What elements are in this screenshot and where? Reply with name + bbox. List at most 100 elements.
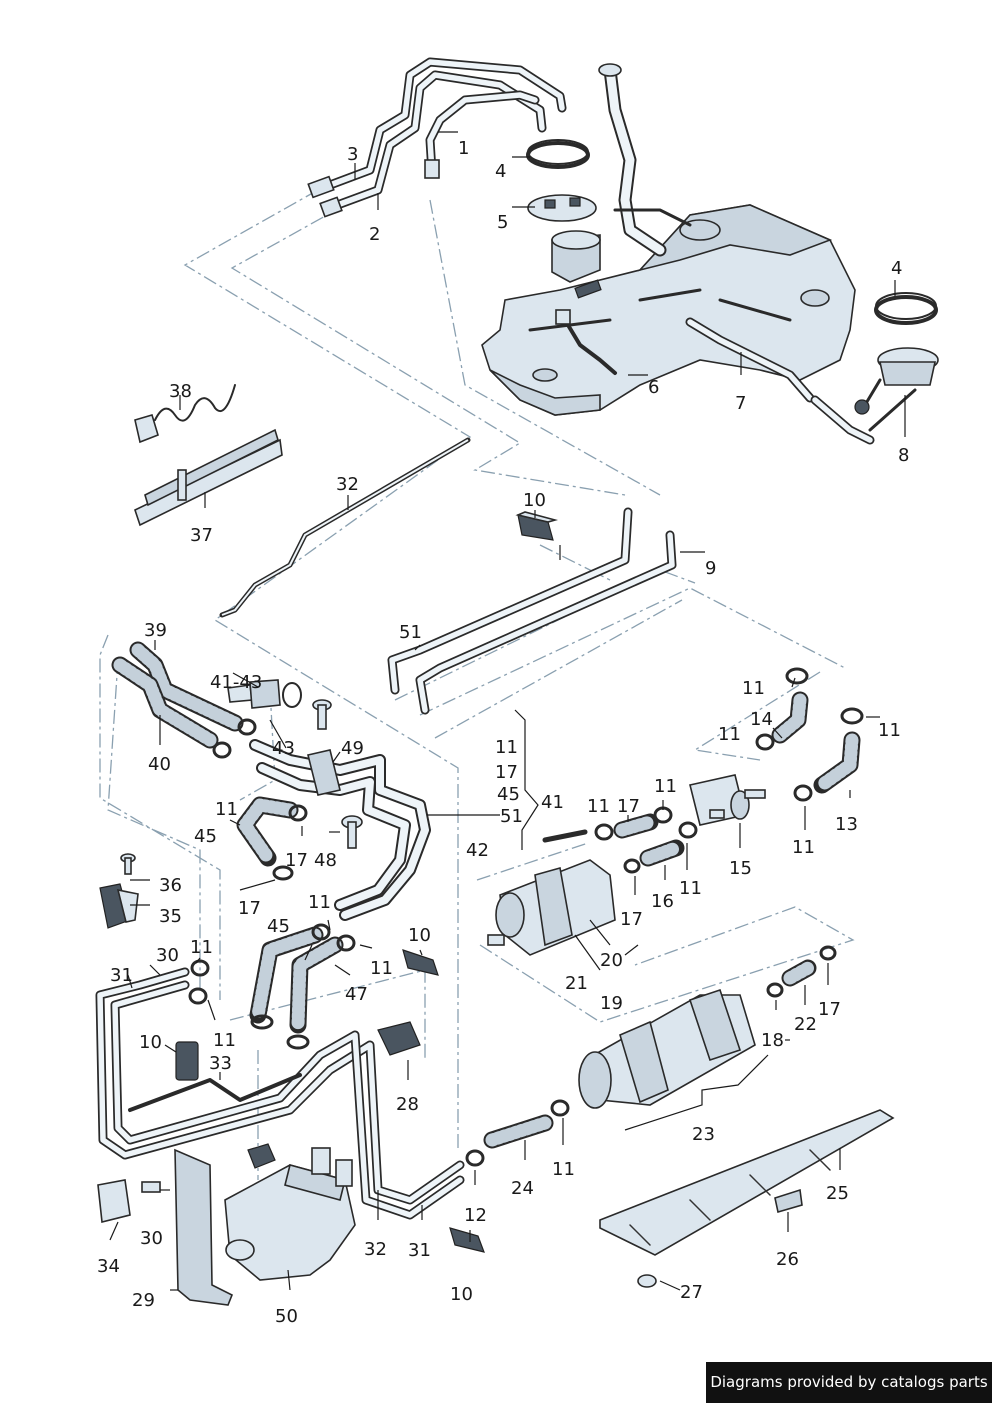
credit-banner: Diagrams provided by catalogs parts	[706, 1362, 992, 1403]
part-label-17: 18	[761, 1030, 784, 1051]
bracket-33	[97, 1179, 131, 1223]
part-label-5: 5	[497, 212, 508, 233]
part-label-25: 26	[776, 1249, 799, 1270]
part-label-20: 21	[565, 973, 588, 994]
line-holder-10-mid	[402, 949, 439, 976]
part-label-24: 25	[826, 1183, 849, 1204]
part-label-23: 24	[511, 1178, 534, 1199]
hose-13	[771, 691, 809, 744]
part-label-11: 11	[495, 737, 518, 758]
hose-clamps	[188, 667, 864, 1167]
part-label-28: 29	[132, 1290, 155, 1311]
heat-shield-28	[174, 1148, 234, 1306]
part-label-11: 11	[215, 799, 238, 820]
part-label-11: 11	[742, 678, 765, 699]
part-label-6: 6	[648, 377, 659, 398]
part-label-32: 33	[209, 1053, 232, 1074]
part-label-10: 10	[408, 925, 431, 946]
bolt-29	[141, 1181, 161, 1193]
part-label-37: 38	[169, 381, 192, 402]
hose-16	[613, 813, 659, 839]
fuel-level-sender-8	[854, 347, 939, 432]
part-label-11: 11	[718, 724, 741, 745]
part-label-4: 4	[495, 161, 506, 182]
nut-26	[637, 1274, 657, 1288]
part-label-33: 34	[97, 1256, 120, 1277]
part-label-36: 37	[190, 525, 213, 546]
part-label-47: 48	[314, 850, 337, 871]
part-label-42: 43	[272, 738, 295, 759]
connector-lines-51	[249, 739, 431, 921]
rod-32	[219, 437, 471, 618]
bolt-51	[341, 815, 363, 849]
part-label-12: 13	[835, 814, 858, 835]
part-label-35: 36	[159, 875, 182, 896]
hoses-38-39	[111, 641, 244, 749]
part-label-41: 41-43	[210, 672, 262, 693]
part-label-11: 11	[213, 1030, 236, 1051]
part-label-4: 4	[891, 258, 902, 279]
part-label-3: 3	[347, 144, 358, 165]
bolt-48	[312, 699, 332, 730]
part-label-39: 40	[148, 754, 171, 775]
holder-34	[99, 883, 139, 929]
part-label-13: 14	[750, 709, 773, 730]
part-label-45: 45	[267, 916, 290, 937]
line-holder-10-left	[175, 1041, 199, 1081]
part-label-17: 17	[238, 898, 261, 919]
fuel-lines-9-50	[387, 507, 677, 715]
hose-23	[483, 1114, 554, 1149]
part-label-9: 9	[705, 558, 716, 579]
part-label-48: 49	[341, 738, 364, 759]
fuel-filter-19	[487, 859, 616, 956]
part-label-50: 51	[399, 622, 422, 643]
part-label-41-43: 42	[466, 840, 489, 861]
shield-plate-24	[599, 1109, 895, 1256]
part-label-40: 41	[541, 792, 564, 813]
part-label-22: 23	[692, 1124, 715, 1145]
part-label-7: 7	[735, 393, 746, 414]
hoses-45	[249, 926, 344, 1034]
part-label-11: 11	[792, 837, 815, 858]
fuel-lines-1-2-3	[307, 57, 567, 218]
part-label-43: 45	[194, 826, 217, 847]
part-label-11: 11	[370, 958, 393, 979]
part-label-45: 45	[497, 784, 520, 805]
part-label-11: 11	[190, 937, 213, 958]
part-label-51: 51	[500, 806, 523, 827]
part-label-31: 31	[110, 965, 133, 986]
part-label-16: 17	[617, 796, 640, 817]
lock-ring-4-right	[874, 292, 938, 325]
screw-35	[120, 853, 136, 875]
part-label-38: 39	[144, 620, 167, 641]
fuel-cooler-22	[578, 988, 756, 1109]
leader-lines	[109, 131, 906, 1291]
part-label-27: 28	[396, 1094, 419, 1115]
part-label-14: 15	[729, 858, 752, 879]
part-label-17: 17	[620, 909, 643, 930]
holder-36	[134, 428, 283, 527]
lock-ring-4-left	[526, 139, 590, 169]
pipe-40	[542, 829, 588, 843]
part-label-11: 12	[464, 1205, 487, 1226]
part-label-32: 32	[336, 474, 359, 495]
vent-line-7	[685, 317, 875, 445]
grommet-25	[774, 1188, 803, 1214]
part-label-34: 35	[159, 906, 182, 927]
hose-43	[236, 796, 299, 867]
part-label-11: 11	[654, 776, 677, 797]
part-label-26: 27	[680, 1282, 703, 1303]
part-label-8: 8	[898, 445, 909, 466]
fuel-pump-flange-5	[527, 194, 602, 299]
part-label-11: 11	[552, 1159, 575, 1180]
part-label-45: 47	[345, 984, 368, 1005]
part-label-17: 17	[495, 762, 518, 783]
part-label-17: 17	[818, 999, 841, 1020]
filler-neck	[598, 63, 692, 257]
hose-15	[639, 839, 685, 867]
part-label-1: 1	[458, 138, 469, 159]
hose-12	[813, 731, 861, 794]
part-label-31: 32	[364, 1239, 387, 1260]
part-label-11: 11	[308, 892, 331, 913]
